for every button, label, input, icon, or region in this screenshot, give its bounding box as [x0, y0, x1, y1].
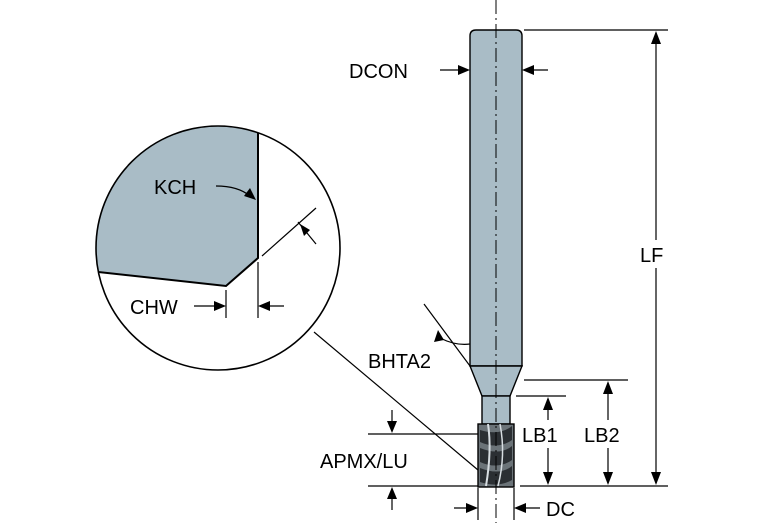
lf-dimension: [520, 29, 668, 487]
bhta2-dimension: [423, 303, 471, 367]
dc-dimension: [454, 488, 540, 520]
lb1-label: LB1: [522, 425, 558, 447]
apmx-lu-dimension: [368, 410, 478, 510]
detail-leader-line: [313, 331, 479, 471]
detail-view-circle: [95, 125, 341, 371]
lb2-dimension: [524, 379, 628, 485]
dcon-label: DCON: [349, 61, 408, 83]
bhta2-label: BHTA2: [368, 351, 431, 373]
detail-tool-profile: [96, 126, 259, 288]
apmx-lu-label: APMX/LU: [320, 451, 408, 473]
lb2-label: LB2: [584, 425, 620, 447]
kch-label: KCH: [154, 177, 196, 199]
lf-label: LF: [640, 245, 663, 267]
chw-label: CHW: [130, 297, 178, 319]
dc-label: DC: [546, 499, 575, 521]
tool-body: [468, 0, 524, 523]
dcon-dimension: [440, 65, 548, 75]
lb1-dimension: [516, 395, 566, 485]
